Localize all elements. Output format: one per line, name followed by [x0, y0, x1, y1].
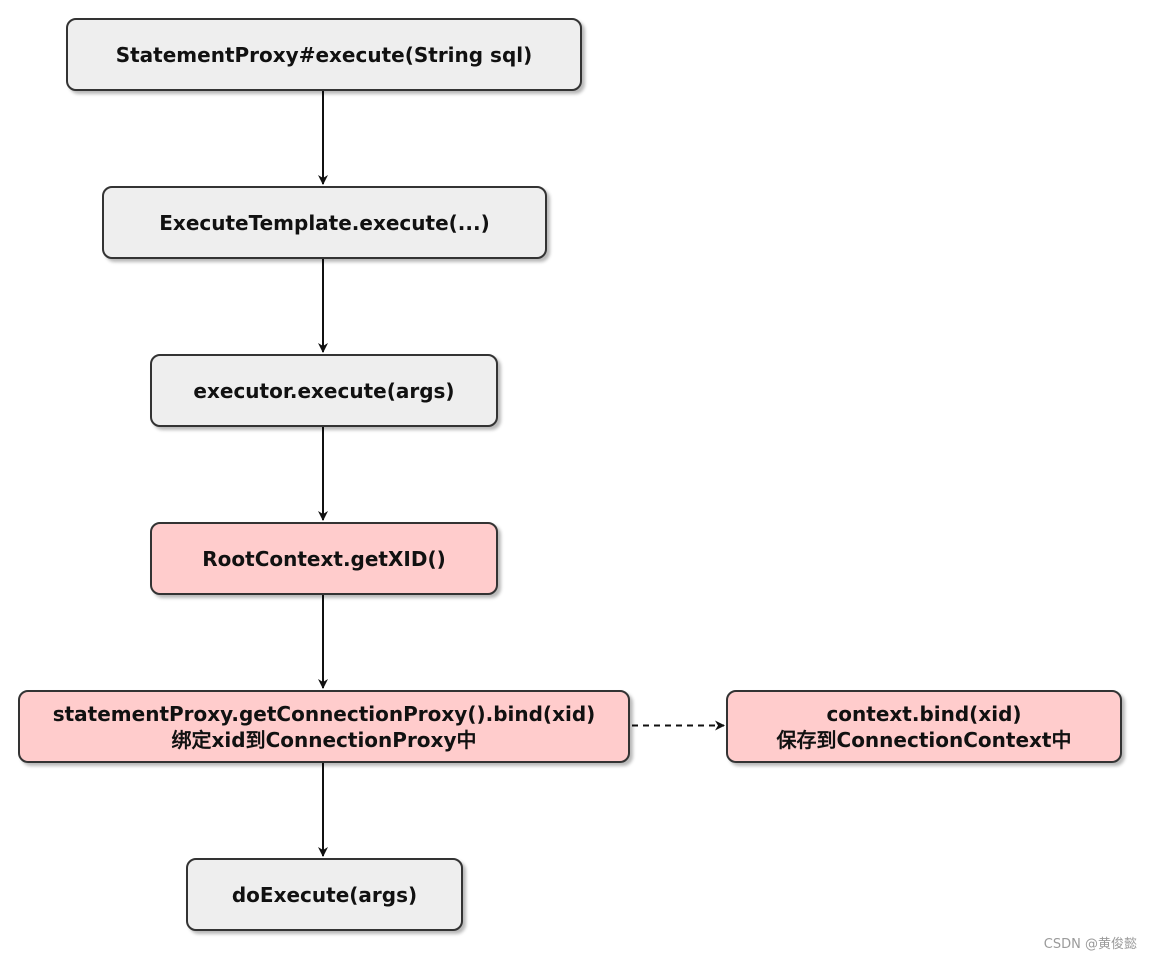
node-label: StatementProxy#execute(String sql): [115, 42, 533, 67]
node-label: executor.execute(args): [193, 378, 455, 403]
node-connection-proxy-bind: statementProxy.getConnectionProxy().bind…: [18, 690, 630, 763]
node-label: ExecuteTemplate.execute(...): [159, 210, 490, 235]
node-label: doExecute(args): [231, 882, 418, 907]
node-execute-template-execute: ExecuteTemplate.execute(...): [102, 186, 547, 259]
node-statement-proxy-execute: StatementProxy#execute(String sql): [66, 18, 582, 91]
node-executor-execute: executor.execute(args): [150, 354, 498, 427]
node-root-context-get-xid: RootContext.getXID(): [150, 522, 498, 595]
node-context-bind: context.bind(xid) 保存到ConnectionContext中: [726, 690, 1122, 763]
watermark: CSDN @黄俊懿: [1043, 937, 1137, 952]
node-label-line-1: context.bind(xid): [826, 701, 1022, 726]
node-label: RootContext.getXID(): [202, 546, 446, 571]
node-label-line-2: 绑定xid到ConnectionProxy中: [171, 727, 477, 752]
node-label-line-2: 保存到ConnectionContext中: [776, 727, 1072, 752]
node-label-line-1: statementProxy.getConnectionProxy().bind…: [52, 701, 596, 726]
node-do-execute: doExecute(args): [186, 858, 463, 931]
